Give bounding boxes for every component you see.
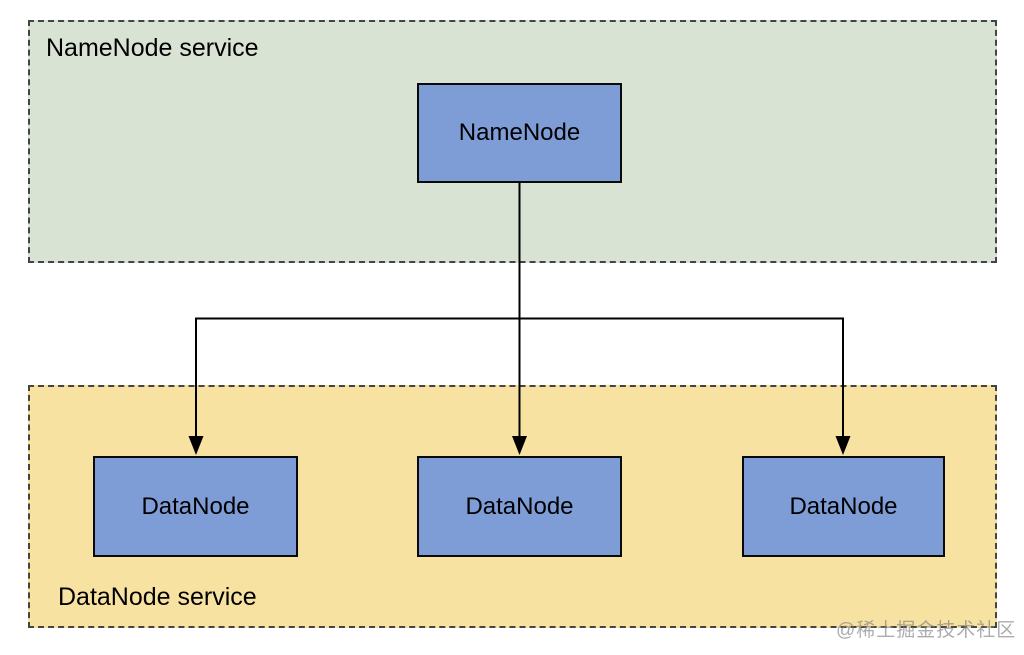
watermark: @稀土掘金技术社区	[836, 620, 1017, 641]
node-namenode-label: NameNode	[458, 119, 581, 146]
node-datanode-3-label: DataNode	[789, 492, 898, 520]
node-datanode-1: DataNode	[93, 456, 298, 557]
node-datanode-1-label: DataNode	[141, 492, 250, 520]
group-label-namenode-service: NameNode service	[46, 34, 259, 62]
node-datanode-3: DataNode	[742, 456, 945, 557]
node-datanode-2-label: DataNode	[465, 492, 574, 520]
node-datanode-2: DataNode	[417, 456, 622, 557]
group-label-datanode-service: DataNode service	[58, 583, 257, 611]
node-namenode: NameNode	[417, 83, 622, 183]
